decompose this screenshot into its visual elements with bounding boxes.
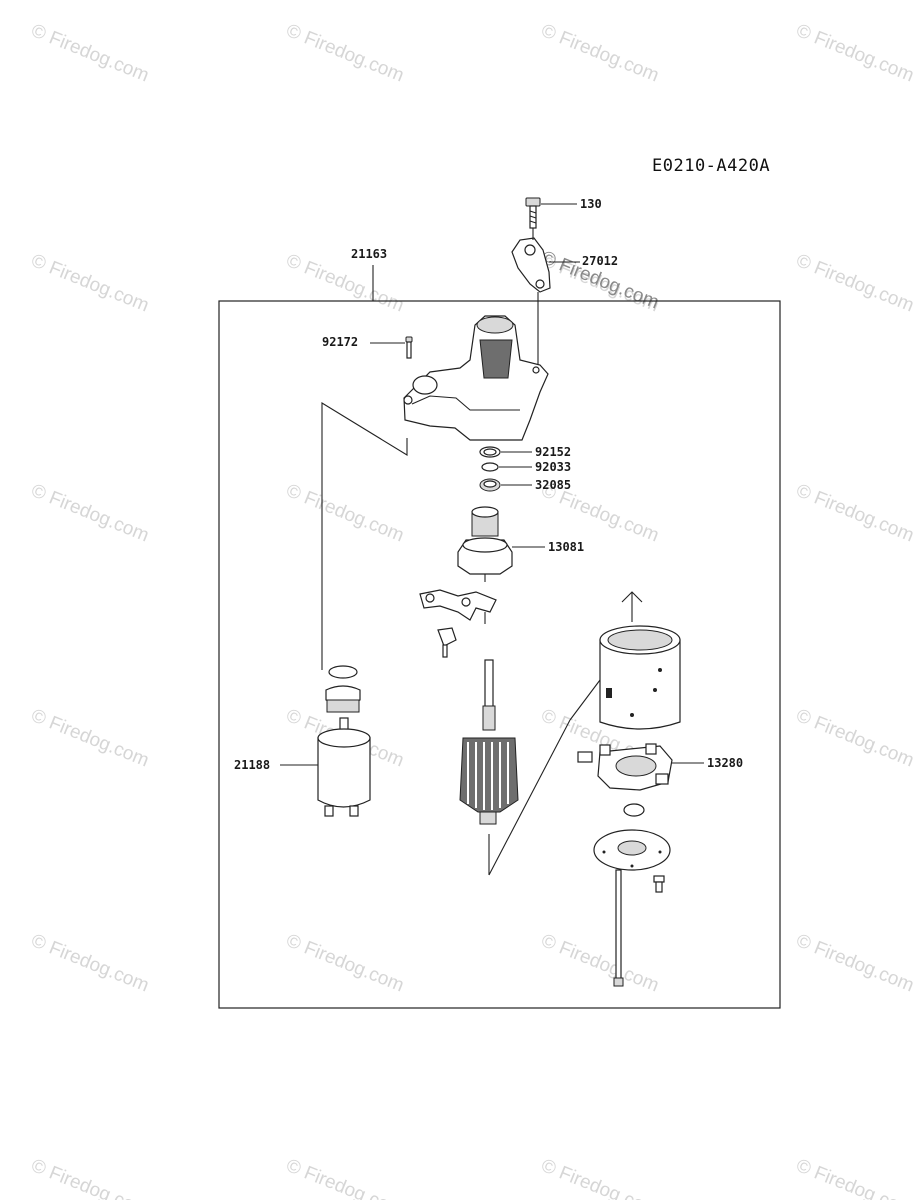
rear-end-plate-part <box>593 829 671 871</box>
watermark-text: © Firedog.com <box>28 705 152 771</box>
callout-21163: 21163 <box>351 247 387 261</box>
callout-13081: 13081 <box>548 540 584 554</box>
yoke-part <box>599 591 681 730</box>
watermark-text: © Firedog.com <box>28 930 152 996</box>
brush-holder-13280-part <box>577 743 673 791</box>
pin-92172-part <box>405 336 413 359</box>
watermark-text: © Firedog.com <box>793 250 917 316</box>
ring-92033-part <box>481 462 499 472</box>
bracket-27012-part <box>511 237 551 293</box>
assembly-frame <box>218 300 781 1009</box>
watermark-text: © Firedog.com <box>538 20 662 86</box>
guide-yoke-left <box>569 679 601 721</box>
plug-part <box>437 627 457 658</box>
watermark-text: © Firedog.com <box>28 1155 152 1200</box>
guide-armature-yoke <box>488 719 571 876</box>
brush-holder-washer-part <box>623 803 645 817</box>
callout-13280: 13280 <box>707 756 743 770</box>
collar-32085-part <box>479 478 501 492</box>
callout-21188: 21188 <box>234 758 270 772</box>
callout-27012: 27012 <box>582 254 618 268</box>
guide-housing-solenoid <box>321 402 408 670</box>
watermark-text: © Firedog.com <box>793 705 917 771</box>
bolt-130-part <box>525 197 541 229</box>
callout-130: 130 <box>580 197 602 211</box>
watermark-text: © Firedog.com <box>793 20 917 86</box>
armature-part <box>459 659 519 825</box>
washer-92152-part <box>479 446 501 458</box>
watermark-text: © Firedog.com <box>283 1155 407 1200</box>
callout-92152: 92152 <box>535 445 571 459</box>
watermark-text: © Firedog.com <box>538 1155 662 1200</box>
watermark-text: © Firedog.com <box>28 250 152 316</box>
watermark-text: © Firedog.com <box>283 20 407 86</box>
watermark-text: © Firedog.com <box>28 20 152 86</box>
pinion-clutch-13081-part <box>457 506 513 582</box>
screw-part <box>653 875 665 893</box>
solenoid-21188-part <box>317 665 371 817</box>
diagram-reference-code: E0210-A420A <box>652 156 770 176</box>
watermark-text: © Firedog.com <box>283 480 407 546</box>
shift-lever-part <box>419 589 497 621</box>
watermark-text: © Firedog.com <box>283 250 407 316</box>
callout-92172: 92172 <box>322 335 358 349</box>
through-bolt-part <box>613 869 624 987</box>
watermark-text: © Firedog.com <box>28 480 152 546</box>
drive-end-housing-part <box>403 315 549 441</box>
watermark-text: © Firedog.com <box>793 1155 917 1200</box>
watermark-text: © Firedog.com <box>793 930 917 996</box>
callout-32085: 32085 <box>535 478 571 492</box>
watermark-text: © Firedog.com <box>793 480 917 546</box>
watermark-text: © Firedog.com <box>538 930 662 996</box>
callout-92033: 92033 <box>535 460 571 474</box>
watermark-text: © Firedog.com <box>283 930 407 996</box>
